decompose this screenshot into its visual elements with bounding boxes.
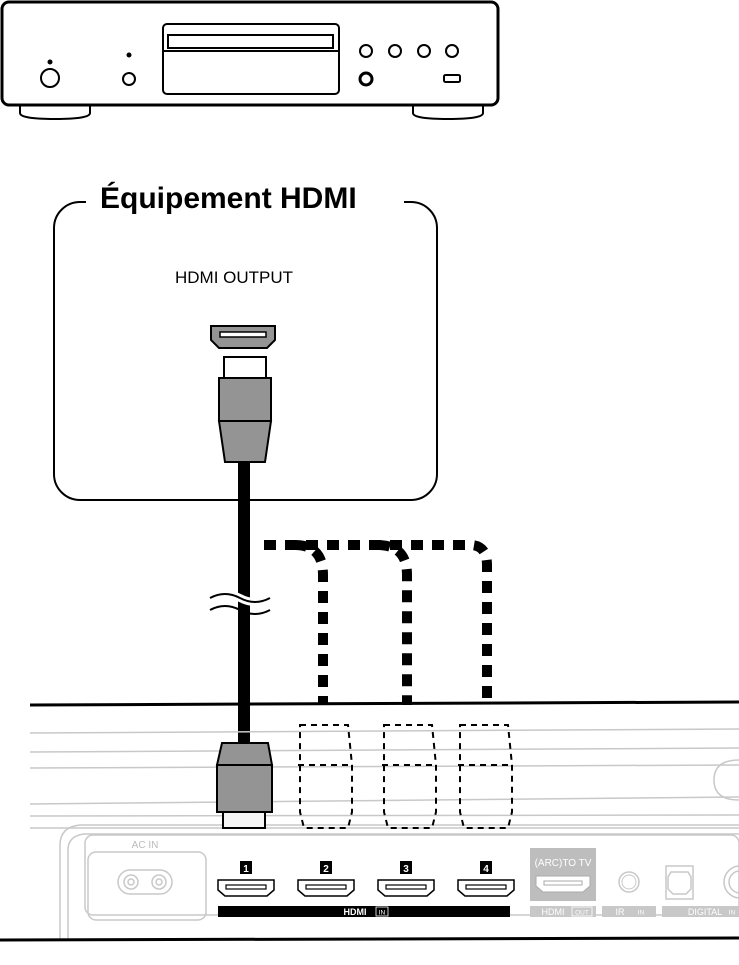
hdmi-in-ports: 1 2 3 4 — [217, 861, 515, 897]
hdmi-output-label: HDMI OUTPUT — [175, 268, 293, 287]
hdmi-in-port-3: 3 — [377, 861, 435, 897]
in-tag: IN — [379, 910, 386, 917]
svg-text:3: 3 — [403, 864, 409, 875]
ac-in-label: AC IN — [132, 840, 159, 851]
out-tag: OUT — [575, 910, 589, 917]
digital-in-jack — [665, 865, 739, 900]
svg-text:1: 1 — [243, 864, 249, 875]
hdmi-in-label: HDMI — [344, 907, 367, 917]
hdmi-out-label: HDMI — [542, 907, 565, 917]
blu-ray-player — [0, 0, 500, 121]
hdmi-cable — [208, 356, 273, 742]
hdmi-in-port-1: 1 — [217, 861, 275, 897]
hdmi-plug — [215, 742, 274, 829]
svg-text:IN: IN — [638, 910, 645, 917]
hdmi-output-port — [210, 325, 276, 349]
ir-in-jack — [618, 871, 640, 893]
arc-block — [530, 848, 596, 901]
svg-text:IN: IN — [729, 910, 736, 917]
diagram-title: Équipement HDMI — [100, 181, 357, 215]
arc-label: (ARC)TO TV — [535, 858, 592, 869]
svg-text:4: 4 — [483, 864, 489, 875]
hdmi-in-port-4: 4 — [457, 861, 515, 897]
ac-in-socket — [87, 851, 207, 921]
svg-text:2: 2 — [323, 864, 329, 875]
hdmi-in-port-2: 2 — [297, 861, 355, 897]
alternate-plugs — [298, 724, 513, 829]
digital-label: DIGITAL — [688, 907, 722, 917]
ir-label: IR — [616, 907, 626, 917]
alternate-routes — [264, 540, 492, 705]
